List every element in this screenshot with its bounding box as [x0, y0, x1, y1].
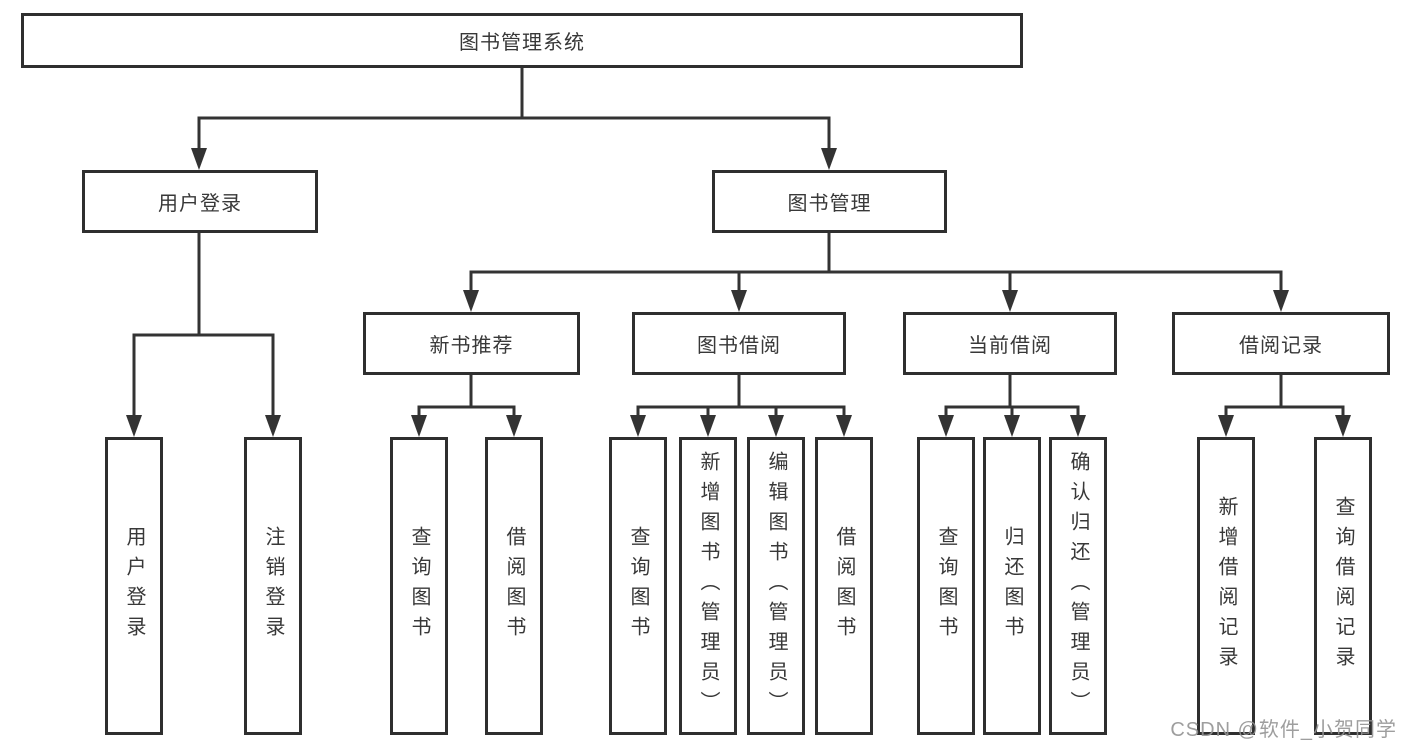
leaf-query-books-borrowing: 查询图书: [609, 437, 667, 735]
leaf-add-borrow-record-label: 新增借阅记录: [1215, 496, 1237, 676]
leaf-add-book-admin-label: 新增图书（管理员）: [697, 451, 719, 721]
leaf-confirm-return-admin: 确认归还（管理员）: [1049, 437, 1107, 735]
leaf-query-books-current: 查询图书: [917, 437, 975, 735]
node-root-label: 图书管理系统: [459, 32, 585, 54]
leaf-borrow-books: 借阅图书: [815, 437, 873, 735]
leaf-query-books-current-label: 查询图书: [935, 526, 957, 646]
node-current-borrowing: 当前借阅: [903, 312, 1117, 375]
node-new-book-recommendation: 新书推荐: [363, 312, 580, 375]
node-new-book-recommendation-label: 新书推荐: [429, 335, 514, 357]
node-root: 图书管理系统: [21, 13, 1023, 68]
node-borrowing-records: 借阅记录: [1172, 312, 1390, 375]
arrowheads: [126, 148, 1351, 437]
leaf-add-borrow-record: 新增借阅记录: [1197, 437, 1255, 735]
node-book-borrowing-label: 图书借阅: [697, 335, 781, 357]
node-borrowing-records-label: 借阅记录: [1239, 335, 1323, 357]
leaf-query-borrow-record: 查询借阅记录: [1314, 437, 1372, 735]
leaf-confirm-return-admin-label: 确认归还（管理员）: [1067, 451, 1089, 721]
leaf-borrow-books-recommendation: 借阅图书: [485, 437, 543, 735]
leaf-logout-label: 注销登录: [262, 526, 284, 646]
leaf-user-login: 用户登录: [105, 437, 163, 735]
leaf-query-books-recommendation: 查询图书: [390, 437, 448, 735]
leaf-edit-book-admin: 编辑图书（管理员）: [747, 437, 805, 735]
leaf-return-book: 归还图书: [983, 437, 1041, 735]
node-book-management-label: 图书管理: [787, 193, 872, 215]
leaf-user-login-label: 用户登录: [123, 526, 145, 646]
node-user-login: 用户登录: [82, 170, 318, 233]
leaf-return-book-label: 归还图书: [1001, 526, 1023, 646]
node-book-management: 图书管理: [712, 170, 947, 233]
node-user-login-label: 用户登录: [158, 193, 242, 215]
node-current-borrowing-label: 当前借阅: [968, 335, 1052, 357]
node-book-borrowing: 图书借阅: [632, 312, 846, 375]
leaf-query-books-recommendation-label: 查询图书: [408, 526, 430, 646]
leaf-borrow-books-recommendation-label: 借阅图书: [503, 526, 525, 646]
leaf-edit-book-admin-label: 编辑图书（管理员）: [765, 451, 787, 721]
leaf-query-borrow-record-label: 查询借阅记录: [1332, 496, 1354, 676]
leaf-query-books-borrowing-label: 查询图书: [627, 526, 649, 646]
leaf-borrow-books-label: 借阅图书: [833, 526, 855, 646]
leaf-logout: 注销登录: [244, 437, 302, 735]
csdn-watermark: CSDN @软件_小贺同学: [1170, 719, 1397, 741]
leaf-add-book-admin: 新增图书（管理员）: [679, 437, 737, 735]
